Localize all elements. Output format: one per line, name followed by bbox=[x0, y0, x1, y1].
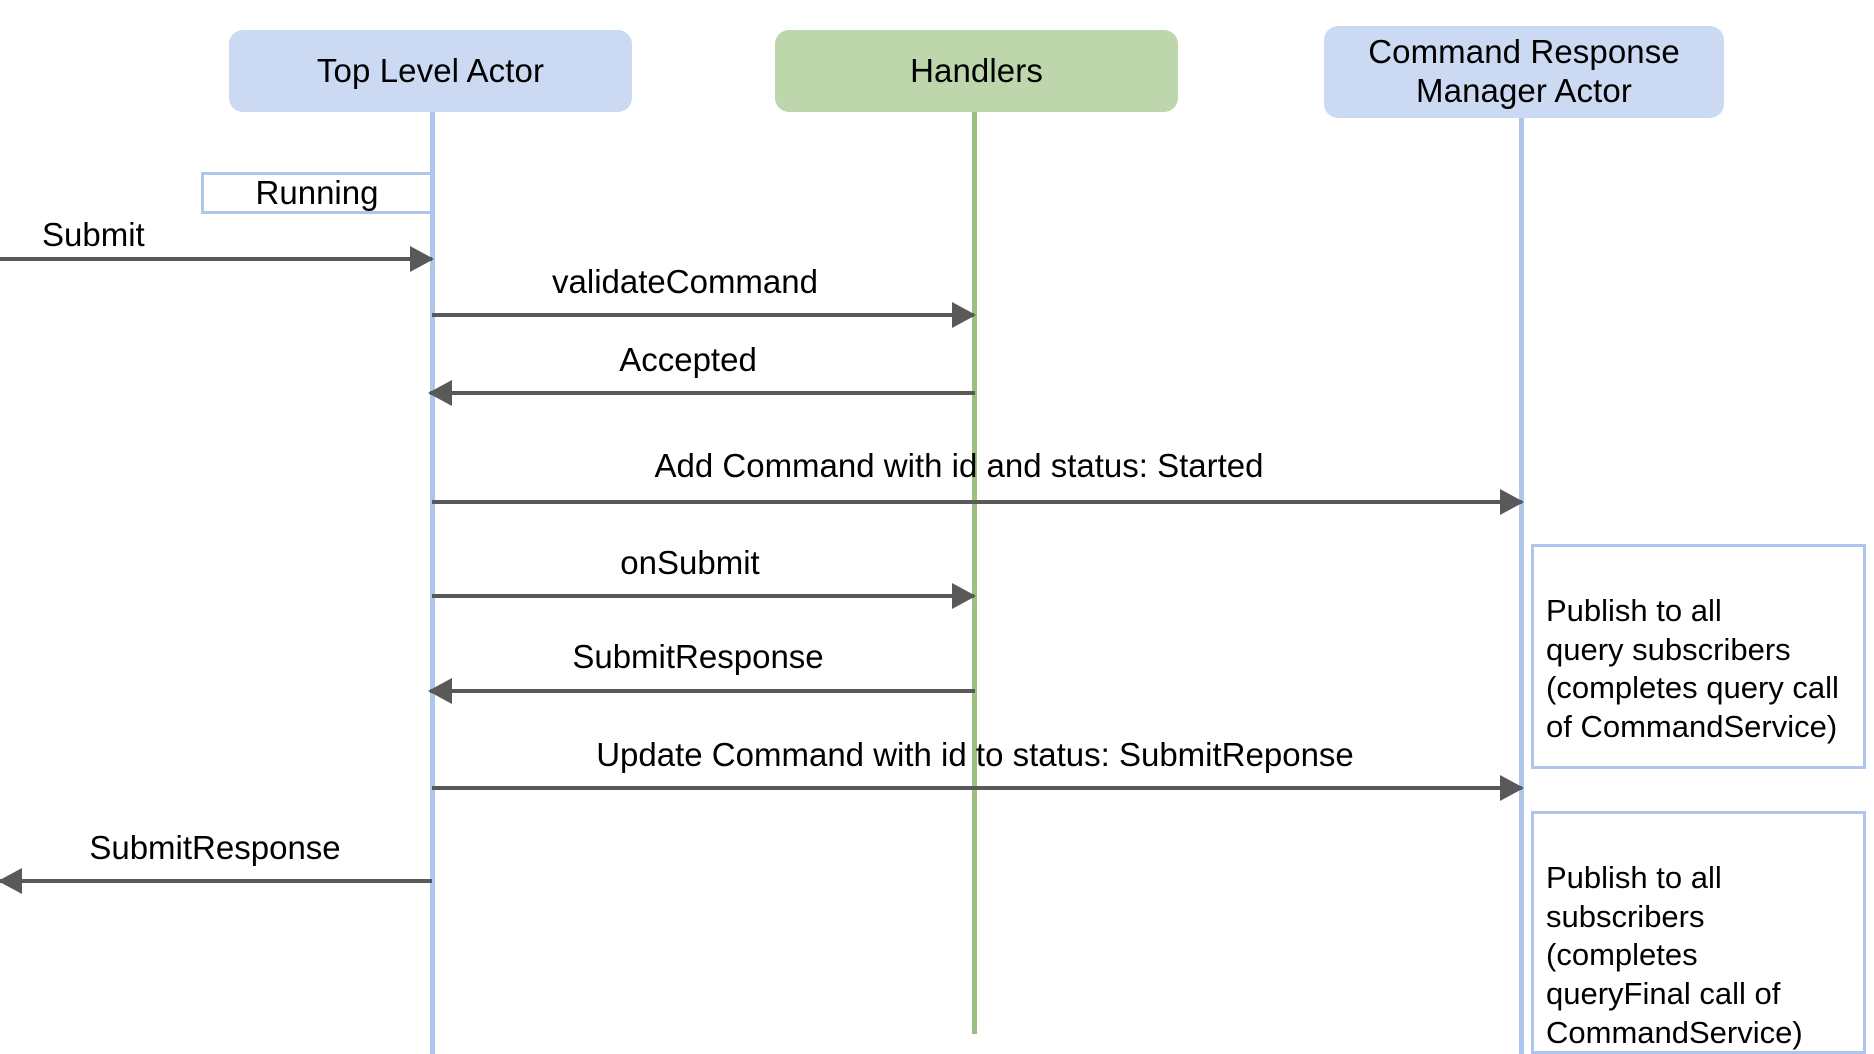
actor-label-top-level-actor: Top Level Actor bbox=[316, 51, 545, 89]
message-arrow-submit[interactable] bbox=[0, 246, 434, 272]
arrowhead-left-icon bbox=[428, 380, 452, 406]
arrowhead-right-icon bbox=[952, 583, 976, 609]
message-arrow-validate-command[interactable] bbox=[432, 302, 976, 328]
lifeline-command-response-manager-actor bbox=[1519, 104, 1524, 1054]
note-publish-query-subscribers[interactable]: Publish to all query subscribers (comple… bbox=[1531, 544, 1866, 769]
arrowhead-right-icon bbox=[1500, 775, 1524, 801]
actor-label-handlers: Handlers bbox=[910, 51, 1043, 89]
arrowhead-right-icon bbox=[410, 246, 434, 272]
note-publish-query-subscribers-text: Publish to all query subscribers (comple… bbox=[1546, 592, 1839, 744]
arrowhead-left-icon bbox=[428, 678, 452, 704]
note-publish-all-subscribers-text: Publish to all subscribers (completes qu… bbox=[1546, 859, 1803, 1050]
message-line-submit bbox=[0, 257, 432, 261]
message-line-add-command bbox=[432, 500, 1522, 504]
arrowhead-right-icon bbox=[952, 302, 976, 328]
actor-header-handlers[interactable]: Handlers bbox=[775, 30, 1178, 112]
arrowhead-right-icon bbox=[1500, 489, 1524, 515]
message-line-on-submit bbox=[432, 594, 974, 598]
note-publish-all-subscribers[interactable]: Publish to all subscribers (completes qu… bbox=[1531, 811, 1866, 1054]
lifeline-top-level-actor bbox=[430, 104, 435, 1054]
message-arrow-on-submit[interactable] bbox=[432, 583, 976, 609]
message-label-update-command: Update Command with id to status: Submit… bbox=[596, 736, 1354, 773]
state-box-running-label: Running bbox=[255, 174, 379, 211]
message-label-on-submit: onSubmit bbox=[620, 544, 760, 581]
state-box-running[interactable]: Running bbox=[201, 172, 433, 214]
message-arrow-add-command[interactable] bbox=[432, 489, 1524, 515]
message-arrow-accepted[interactable] bbox=[428, 380, 975, 406]
message-line-submit-response-out bbox=[0, 879, 432, 883]
message-line-validate-command bbox=[432, 313, 974, 317]
message-line-accepted bbox=[430, 391, 975, 395]
message-label-submit-response-out: SubmitResponse bbox=[89, 829, 341, 866]
message-label-validate-command: validateCommand bbox=[552, 263, 818, 300]
actor-label-command-response-manager-actor-line2: Manager Actor bbox=[1416, 72, 1632, 109]
lifeline-handlers bbox=[972, 104, 977, 1034]
message-label-add-command: Add Command with id and status: Started bbox=[654, 447, 1264, 484]
arrowhead-left-icon bbox=[0, 868, 22, 894]
actor-label-command-response-manager-actor-line1: Command Response bbox=[1368, 33, 1680, 71]
message-label-accepted: Accepted bbox=[619, 341, 757, 378]
message-arrow-submit-response-handler[interactable] bbox=[428, 678, 975, 704]
message-line-submit-response-handler bbox=[430, 689, 975, 693]
message-arrow-submit-response-out[interactable] bbox=[0, 868, 432, 894]
message-line-update-command bbox=[432, 786, 1522, 790]
message-label-submit: Submit bbox=[42, 216, 145, 253]
actor-header-command-response-manager-actor[interactable]: Command Response Manager Actor bbox=[1324, 26, 1724, 118]
message-label-submit-response-handler: SubmitResponse bbox=[572, 638, 824, 675]
actor-header-top-level-actor[interactable]: Top Level Actor bbox=[229, 30, 632, 112]
message-arrow-update-command[interactable] bbox=[432, 775, 1524, 801]
